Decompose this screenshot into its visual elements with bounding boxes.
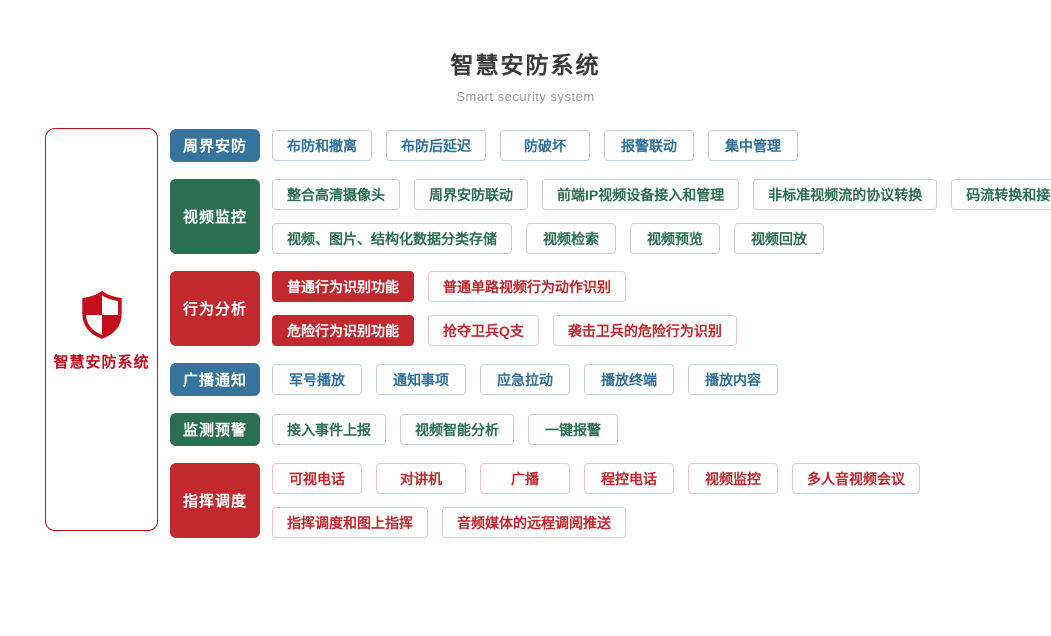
- feature-chip: 播放内容: [688, 364, 778, 395]
- feature-chip: 应急拉动: [480, 364, 570, 395]
- category-block: 周界安防: [170, 129, 260, 162]
- feature-chip: 广播: [480, 463, 570, 494]
- feature-chip: 非标准视频流的协议转换: [753, 179, 938, 210]
- feature-chip: 前端IP视频设备接入和管理: [542, 179, 740, 210]
- feature-line: 整合高清摄像头周界安防联动前端IP视频设备接入和管理非标准视频流的协议转换码流转…: [272, 179, 1051, 210]
- feature-line: 军号播放通知事项应急拉动播放终端播放内容: [272, 364, 778, 395]
- feature-group: 指挥调度可视电话对讲机广播程控电话视频监控多人音视频会议指挥调度和图上指挥音频媒…: [170, 463, 1051, 538]
- system-panel: 智慧安防系统: [45, 128, 158, 531]
- feature-chip: 对讲机: [376, 463, 466, 494]
- page-title: 智慧安防系统: [450, 52, 601, 78]
- system-panel-label: 智慧安防系统: [53, 354, 150, 371]
- feature-chip: 一键报警: [528, 414, 618, 445]
- feature-chip: 抢夺卫兵Q支: [428, 315, 539, 346]
- feature-line: 指挥调度和图上指挥音频媒体的远程调阅推送: [272, 507, 920, 538]
- feature-chip: 多人音视频会议: [792, 463, 920, 494]
- feature-chip: 布防后延迟: [386, 130, 486, 161]
- feature-chip: 视频回放: [734, 223, 824, 254]
- feature-group: 监测预警接入事件上报视频智能分析一键报警: [170, 413, 1051, 446]
- feature-line: 接入事件上报视频智能分析一键报警: [272, 414, 618, 445]
- feature-group: 广播通知军号播放通知事项应急拉动播放终端播放内容: [170, 363, 1051, 396]
- feature-group: 周界安防布防和撤离布防后延迟防破坏报警联动集中管理: [170, 129, 1051, 162]
- category-block: 监测预警: [170, 413, 260, 446]
- feature-chip: 视频预览: [630, 223, 720, 254]
- feature-lines: 可视电话对讲机广播程控电话视频监控多人音视频会议指挥调度和图上指挥音频媒体的远程…: [272, 463, 920, 538]
- feature-chip: 袭击卫兵的危险行为识别: [552, 315, 737, 346]
- feature-chip: 视频监控: [688, 463, 778, 494]
- feature-line: 视频、图片、结构化数据分类存储视频检索视频预览视频回放: [272, 223, 1051, 254]
- feature-group: 行为分析普通行为识别功能普通单路视频行为动作识别危险行为识别功能抢夺卫兵Q支袭击…: [170, 271, 1051, 346]
- category-block: 视频监控: [170, 179, 260, 254]
- category-block: 行为分析: [170, 271, 260, 346]
- feature-chip: 视频检索: [526, 223, 616, 254]
- feature-chip: 防破坏: [500, 130, 590, 161]
- feature-chip: 整合高清摄像头: [272, 179, 400, 210]
- feature-chip: 通知事项: [376, 364, 466, 395]
- feature-chip: 接入事件上报: [272, 414, 386, 445]
- page-header: 智慧安防系统 Smart security system: [0, 46, 1051, 104]
- feature-chip: 指挥调度和图上指挥: [272, 507, 428, 538]
- feature-lines: 军号播放通知事项应急拉动播放终端播放内容: [272, 363, 778, 396]
- feature-lines: 接入事件上报视频智能分析一键报警: [272, 413, 618, 446]
- feature-lines: 整合高清摄像头周界安防联动前端IP视频设备接入和管理非标准视频流的协议转换码流转…: [272, 179, 1051, 254]
- feature-line: 危险行为识别功能抢夺卫兵Q支袭击卫兵的危险行为识别: [272, 315, 737, 346]
- feature-chip: 普通单路视频行为动作识别: [428, 271, 626, 302]
- feature-chip: 可视电话: [272, 463, 362, 494]
- feature-chip: 音频媒体的远程调阅推送: [442, 507, 626, 538]
- feature-chip: 危险行为识别功能: [272, 315, 414, 346]
- page-subtitle: Smart security system: [456, 89, 595, 104]
- feature-chip: 普通行为识别功能: [272, 271, 414, 302]
- feature-chip: 视频智能分析: [400, 414, 514, 445]
- feature-chip: 周界安防联动: [414, 179, 528, 210]
- feature-line: 布防和撤离布防后延迟防破坏报警联动集中管理: [272, 130, 798, 161]
- feature-chip: 视频、图片、结构化数据分类存储: [272, 223, 512, 254]
- shield-icon: [76, 287, 128, 343]
- feature-chip: 军号播放: [272, 364, 362, 395]
- feature-line: 可视电话对讲机广播程控电话视频监控多人音视频会议: [272, 463, 920, 494]
- feature-line: 普通行为识别功能普通单路视频行为动作识别: [272, 271, 737, 302]
- feature-chip: 程控电话: [584, 463, 674, 494]
- feature-chip: 布防和撤离: [272, 130, 372, 161]
- feature-lines: 布防和撤离布防后延迟防破坏报警联动集中管理: [272, 129, 798, 162]
- category-block: 广播通知: [170, 363, 260, 396]
- feature-groups: 周界安防布防和撤离布防后延迟防破坏报警联动集中管理视频监控整合高清摄像头周界安防…: [170, 129, 1051, 538]
- feature-group: 视频监控整合高清摄像头周界安防联动前端IP视频设备接入和管理非标准视频流的协议转…: [170, 179, 1051, 254]
- category-block: 指挥调度: [170, 463, 260, 538]
- feature-chip: 报警联动: [604, 130, 694, 161]
- feature-lines: 普通行为识别功能普通单路视频行为动作识别危险行为识别功能抢夺卫兵Q支袭击卫兵的危…: [272, 271, 737, 346]
- feature-chip: 播放终端: [584, 364, 674, 395]
- feature-chip: 集中管理: [708, 130, 798, 161]
- feature-chip: 码流转换和接口转换: [951, 179, 1051, 210]
